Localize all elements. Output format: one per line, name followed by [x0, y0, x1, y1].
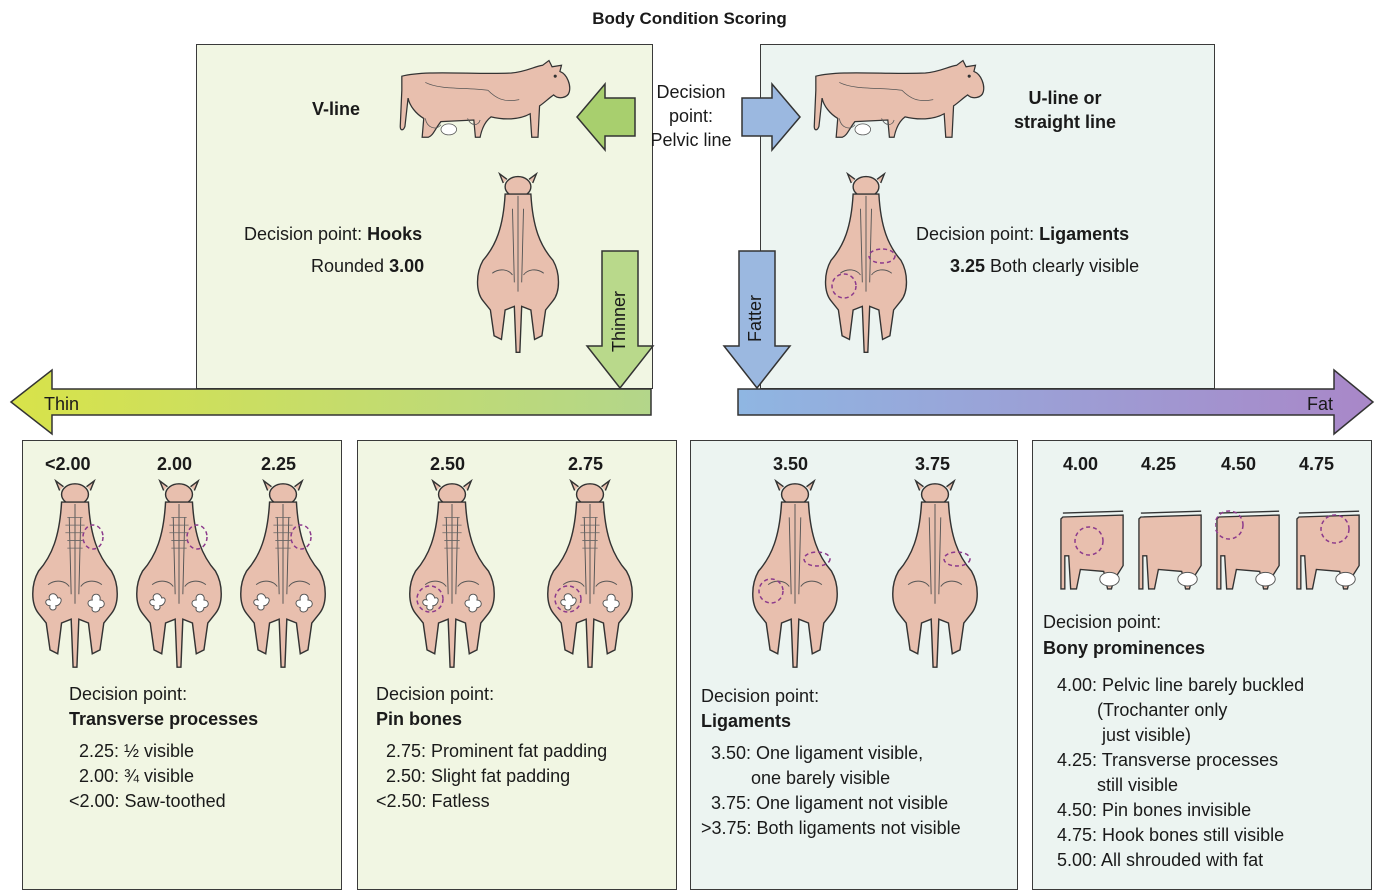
- score-criteria-list: 2.25: ½ visible 2.00: ¾ visible <2.00: S…: [69, 739, 226, 814]
- criteria-item: 2.75: Prominent fat padding: [376, 739, 607, 764]
- pelvic-line-decision: Decision point: Pelvic line: [636, 80, 746, 152]
- pelvic-decision-line2: point:: [636, 104, 746, 128]
- thin-label: Thin: [44, 393, 79, 415]
- cow-rear-view-hooks: [472, 172, 564, 356]
- criteria-item: (Trochanter only: [1057, 698, 1304, 723]
- score-panel-transverse: <2.00 2.00 2.25 Decision point: Transver…: [22, 440, 342, 890]
- criteria-item: 2.25: ½ visible: [69, 739, 226, 764]
- u-line-arrow: [740, 82, 802, 152]
- cow-rear-view: [542, 479, 638, 671]
- score-panel-pin-bones: 2.50 2.75 Decision point: Pin bones 2.75…: [357, 440, 677, 890]
- ligaments-decision-prefix: Decision point:: [916, 224, 1039, 244]
- cow-rear-view: [27, 479, 123, 671]
- score-label: 4.50: [1221, 453, 1256, 475]
- decision-heading: Decision point:: [701, 685, 819, 707]
- criteria-item: <2.00: Saw-toothed: [69, 789, 226, 814]
- criteria-item: <2.50: Fatless: [376, 789, 607, 814]
- fat-scale-arrow: [736, 368, 1376, 436]
- score-label: 4.75: [1299, 453, 1334, 475]
- fatter-label: Fatter: [744, 295, 766, 342]
- criteria-item: 5.00: All shrouded with fat: [1057, 848, 1304, 873]
- cow-rear-view: [887, 479, 983, 671]
- score-criteria-list: 3.50: One ligament visible, one barely v…: [701, 741, 961, 841]
- rounded-label: Rounded: [311, 256, 389, 276]
- v-line-label: V-line: [312, 98, 360, 120]
- cow-rear-view-ligaments: [820, 172, 912, 356]
- criteria-item: 2.00: ¾ visible: [69, 764, 226, 789]
- score-label: 2.25: [261, 453, 296, 475]
- cow-rump-side-view: [1215, 507, 1283, 595]
- criteria-item: just visible): [1057, 723, 1304, 748]
- score-label: <2.00: [45, 453, 91, 475]
- u-line-label-1: U-line or: [990, 86, 1140, 110]
- decision-heading: Decision point:: [69, 683, 187, 705]
- cow-rear-view: [235, 479, 331, 671]
- ligaments-decision-bold: Ligaments: [1039, 224, 1129, 244]
- fat-label: Fat: [1307, 393, 1333, 415]
- criteria-item: 4.00: Pelvic line barely buckled: [1057, 673, 1304, 698]
- v-line-arrow: [575, 82, 637, 152]
- thinner-label: Thinner: [608, 291, 630, 352]
- rounded-score: 3.00: [389, 256, 424, 276]
- cow-rear-view: [404, 479, 500, 671]
- decision-point-name: Pin bones: [376, 708, 462, 730]
- score-criteria-list: 2.75: Prominent fat padding 2.50: Slight…: [376, 739, 607, 814]
- score-criteria-list: 4.00: Pelvic line barely buckled (Trocha…: [1057, 673, 1304, 873]
- score-label: 2.00: [157, 453, 192, 475]
- decision-heading: Decision point:: [376, 683, 494, 705]
- cow-side-view-left: [394, 52, 574, 152]
- score-panel-bony-prominences: 4.00 4.25 4.50 4.75 Decision point: Bony…: [1032, 440, 1372, 890]
- ligaments-decision-text: Decision point: Ligaments: [916, 223, 1129, 245]
- pelvic-decision-line1: Decision: [636, 80, 746, 104]
- score-label: 3.75: [915, 453, 950, 475]
- score-label: 4.25: [1141, 453, 1176, 475]
- decision-point-name: Transverse processes: [69, 708, 258, 730]
- score-label: 4.00: [1063, 453, 1098, 475]
- criteria-item: 2.50: Slight fat padding: [376, 764, 607, 789]
- cow-side-view-right: [808, 52, 988, 152]
- decision-point-name: Bony prominences: [1043, 637, 1205, 659]
- ligaments-score-label: Both clearly visible: [985, 256, 1139, 276]
- u-line-label-2: straight line: [990, 110, 1140, 134]
- ligaments-score-text: 3.25 Both clearly visible: [950, 255, 1139, 277]
- hooks-decision-prefix: Decision point:: [244, 224, 367, 244]
- hooks-decision-text: Decision point: Hooks: [244, 223, 422, 245]
- criteria-item: one barely visible: [701, 766, 961, 791]
- cow-rear-view: [747, 479, 843, 671]
- rounded-score-text: Rounded 3.00: [311, 255, 424, 277]
- criteria-item: 4.75: Hook bones still visible: [1057, 823, 1304, 848]
- u-line-label: U-line or straight line: [990, 86, 1140, 134]
- page-title: Body Condition Scoring: [0, 8, 1379, 30]
- cow-rump-side-view: [1137, 507, 1205, 595]
- criteria-item: >3.75: Both ligaments not visible: [701, 816, 961, 841]
- criteria-item: 4.50: Pin bones invisible: [1057, 798, 1304, 823]
- score-label: 2.75: [568, 453, 603, 475]
- thin-scale-arrow: [8, 368, 654, 436]
- criteria-item: 3.50: One ligament visible,: [701, 741, 961, 766]
- score-label: 2.50: [430, 453, 465, 475]
- cow-rump-side-view: [1295, 507, 1363, 595]
- score-label: 3.50: [773, 453, 808, 475]
- pelvic-decision-line3: Pelvic line: [636, 128, 746, 152]
- cow-rump-side-view: [1059, 507, 1127, 595]
- criteria-item: still visible: [1057, 773, 1304, 798]
- decision-point-name: Ligaments: [701, 710, 791, 732]
- score-panel-ligaments: 3.50 3.75 Decision point: Ligaments 3.50…: [690, 440, 1018, 890]
- criteria-item: 4.25: Transverse processes: [1057, 748, 1304, 773]
- criteria-item: 3.75: One ligament not visible: [701, 791, 961, 816]
- ligaments-score: 3.25: [950, 256, 985, 276]
- cow-rear-view: [131, 479, 227, 671]
- hooks-decision-bold: Hooks: [367, 224, 422, 244]
- decision-heading: Decision point:: [1043, 611, 1161, 633]
